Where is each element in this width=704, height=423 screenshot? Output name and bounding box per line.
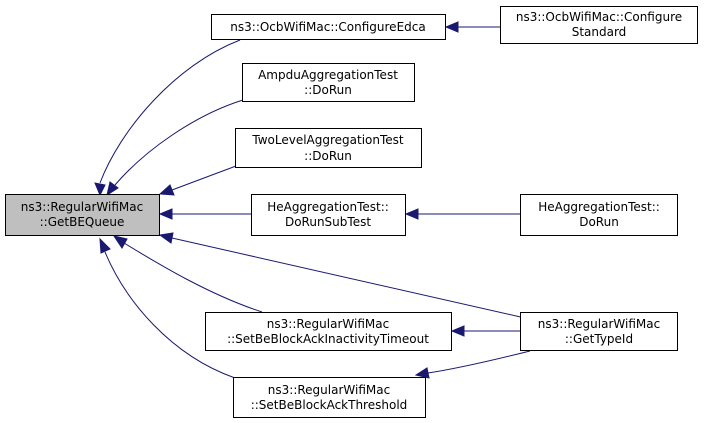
arrowhead-setbethreshold-to-getbequeue <box>99 237 111 254</box>
edge-configureedca-to-getbequeue <box>99 39 241 184</box>
arrowhead-gettypeid-to-setbeinactivity <box>450 325 465 337</box>
edge-setbeinactivity-to-getbequeue <box>123 242 263 313</box>
node-he-dorunsubtest-line-2: DoRunSubTest <box>285 215 371 229</box>
node-configurestandard-line-1: ns3::OcbWifiMac::Configure <box>516 10 682 24</box>
node-he-dorun-line-1: HeAggregationTest:: <box>538 200 660 214</box>
arrowhead-configureedca-to-getbequeue <box>94 182 106 197</box>
node-ampdu-dorun[interactable]: AmpduAggregationTest ::DoRun <box>242 63 415 102</box>
edge-twolevel-to-getbequeue <box>171 165 237 191</box>
node-getbequeue-line-2: ::GetBEQueue <box>40 215 125 229</box>
arrowhead-setbeinactivity-to-getbequeue <box>112 235 128 249</box>
node-setbeinactivity-line-2: ::SetBeBlockAckInactivityTimeout <box>227 332 429 346</box>
node-configureedca-line-1: ns3::OcbWifiMac::ConfigureEdca <box>230 20 425 34</box>
node-he-dorun-line-2: DoRun <box>579 215 619 229</box>
node-twolevel-dorun[interactable]: TwoLevelAggregationTest ::DoRun <box>235 128 422 168</box>
node-gettypeid[interactable]: ns3::RegularWifiMac ::GetTypeId <box>520 312 678 351</box>
node-configureedca[interactable]: ns3::OcbWifiMac::ConfigureEdca <box>211 14 446 40</box>
edge-setbethreshold-to-getbequeue <box>104 251 236 379</box>
node-ampdu-dorun-line-1: AmpduAggregationTest <box>258 68 398 82</box>
arrowhead-twolevel-to-getbequeue <box>158 184 175 196</box>
edge-gettypeid-to-getbequeue <box>171 237 526 319</box>
node-setbethreshold[interactable]: ns3::RegularWifiMac ::SetBeBlockAckThres… <box>233 377 426 418</box>
edge-gettypeid-to-setbethreshold <box>427 350 531 374</box>
node-he-dorunsubtest[interactable]: HeAggregationTest:: DoRunSubTest <box>251 194 406 236</box>
arrowhead-ampdu-to-getbequeue <box>106 181 119 197</box>
node-configurestandard-line-2: Standard <box>572 25 627 39</box>
arrowhead-gettypeid-to-getbequeue <box>158 232 174 244</box>
node-gettypeid-line-1: ns3::RegularWifiMac <box>538 317 660 331</box>
node-twolevel-dorun-line-2: ::DoRun <box>304 149 352 163</box>
node-gettypeid-line-2: ::GetTypeId <box>565 332 633 346</box>
node-twolevel-dorun-line-1: TwoLevelAggregationTest <box>251 133 404 147</box>
nodes-layer: ns3::RegularWifiMac ::GetBEQueue ns3::Oc… <box>5 6 698 418</box>
node-configurestandard[interactable]: ns3::OcbWifiMac::Configure Standard <box>500 6 698 44</box>
node-he-dorun[interactable]: HeAggregationTest:: DoRun <box>520 194 678 236</box>
node-ampdu-dorun-line-2: ::DoRun <box>304 83 352 97</box>
edges-layer <box>94 21 531 379</box>
node-he-dorunsubtest-line-1: HeAggregationTest:: <box>267 200 389 214</box>
node-setbeinactivity-line-1: ns3::RegularWifiMac <box>267 317 389 331</box>
node-setbethreshold-line-1: ns3::RegularWifiMac <box>268 383 390 397</box>
edge-ampdu-to-getbequeue <box>114 99 244 186</box>
node-getbequeue-line-1: ns3::RegularWifiMac <box>21 200 143 214</box>
node-setbethreshold-line-2: ::SetBeBlockAckThreshold <box>251 398 408 412</box>
arrowhead-hesubtest-to-getbequeue <box>158 208 173 220</box>
arrowhead-gettypeid-to-setbethreshold <box>414 367 430 379</box>
node-setbeinactivity[interactable]: ns3::RegularWifiMac ::SetBeBlockAckInact… <box>205 312 452 351</box>
arrowhead-hedorun-to-hesubtest <box>404 208 419 220</box>
node-getbequeue[interactable]: ns3::RegularWifiMac ::GetBEQueue <box>5 194 160 236</box>
arrowhead-configurestandard-to-configureedca <box>444 21 459 33</box>
